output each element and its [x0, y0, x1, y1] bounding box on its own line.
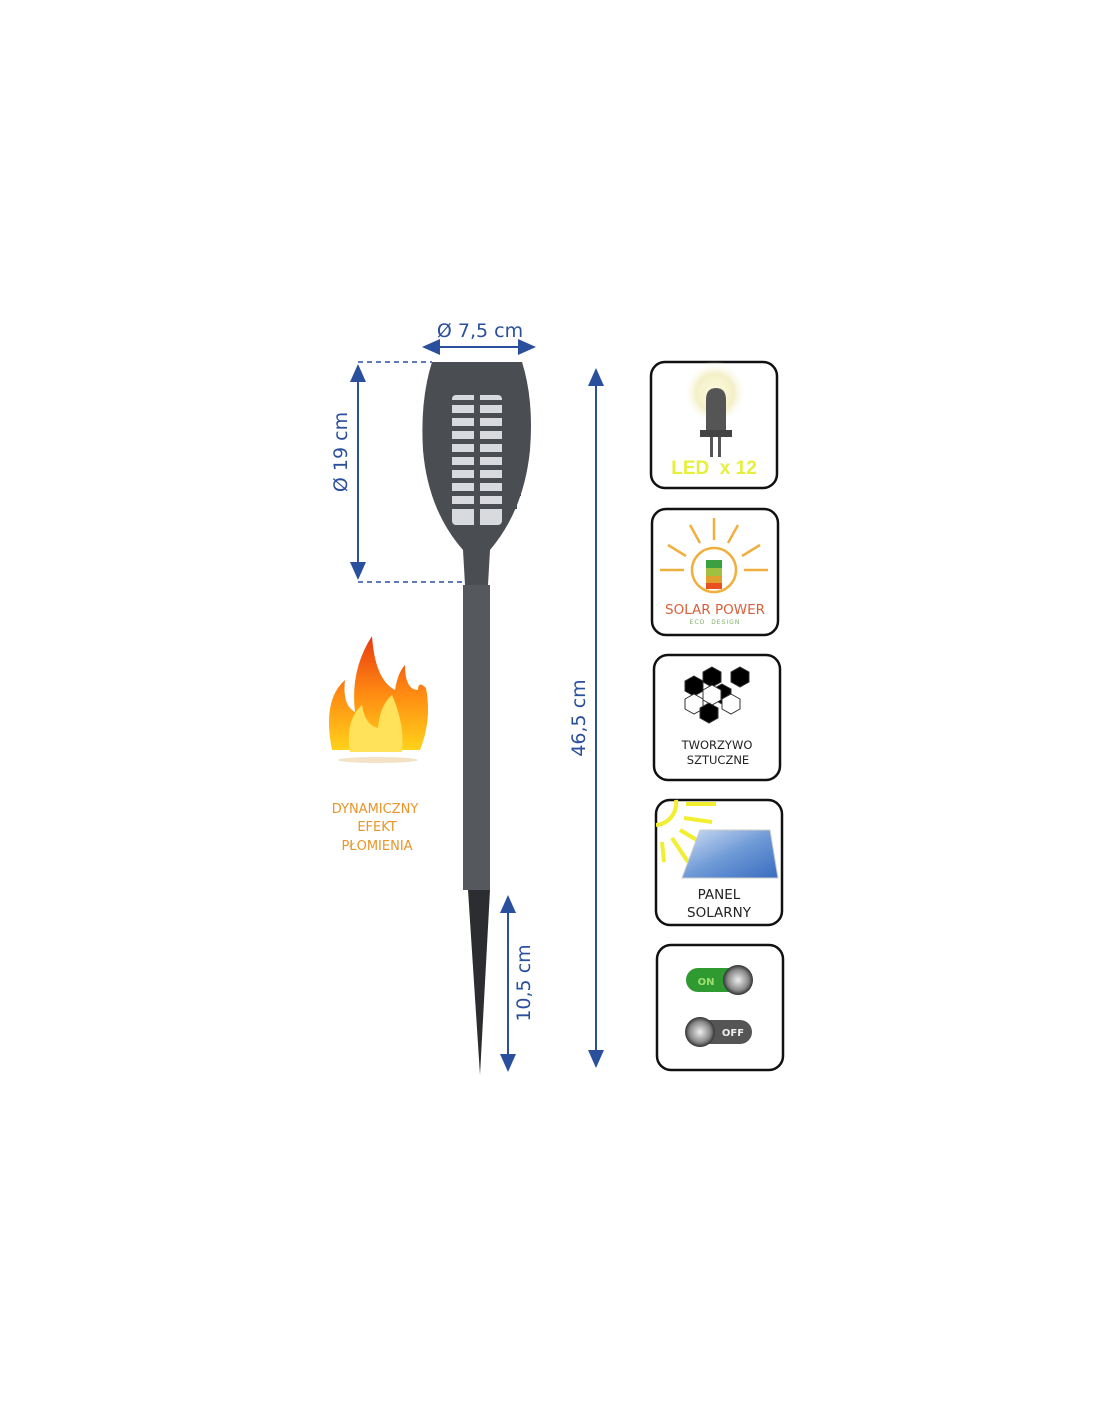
svg-text:SZTUCZNE: SZTUCZNE	[687, 753, 749, 767]
plastic-hexagon-icon	[684, 666, 750, 724]
svg-text:SOLARNY: SOLARNY	[687, 905, 752, 921]
feature-solar-power: SOLAR POWER ECO DESIGN	[650, 507, 780, 637]
dimension-spike-length: 10,5 cm	[500, 895, 535, 1072]
solar-power-icon	[660, 518, 768, 594]
svg-text:OFF: OFF	[722, 1028, 744, 1039]
svg-text:Ø 7,5 cm: Ø 7,5 cm	[437, 320, 523, 342]
dimension-total-height: 46,5 cm	[568, 368, 604, 1068]
svg-text:DYNAMICZNY: DYNAMICZNY	[332, 802, 419, 817]
flame-effect-label: DYNAMICZNY EFEKT PŁOMIENIA	[332, 802, 419, 854]
svg-text:PŁOMIENIA: PŁOMIENIA	[341, 839, 412, 854]
svg-text:46,5 cm: 46,5 cm	[568, 679, 590, 756]
svg-text:ECO DESIGN: ECO DESIGN	[690, 619, 741, 626]
svg-text:ON: ON	[698, 977, 715, 988]
solar-torch-product	[422, 362, 531, 1075]
svg-text:EFEKT: EFEKT	[357, 820, 396, 835]
dimension-head-height: Ø 19 cm	[330, 361, 463, 583]
on-off-switch-icon: ON OFF	[685, 965, 753, 1047]
feature-plastic: TWORZYWO SZTUCZNE	[652, 653, 782, 782]
svg-text:SOLAR POWER: SOLAR POWER	[665, 602, 765, 618]
dimension-head-diameter: Ø 7,5 cm	[422, 320, 536, 355]
svg-text:LED x 12: LED x 12	[671, 458, 757, 479]
solar-panel-icon	[655, 799, 779, 879]
svg-text:Ø 19 cm: Ø 19 cm	[330, 412, 352, 492]
svg-text:PANEL: PANEL	[698, 887, 741, 903]
svg-text:TWORZYWO: TWORZYWO	[681, 738, 753, 752]
feature-solar-panel: PANEL SOLARNY	[654, 798, 784, 927]
svg-text:10,5 cm: 10,5 cm	[513, 944, 535, 1021]
feature-on-off-switch: ON OFF	[655, 943, 785, 1072]
feature-led: LED x 12	[649, 360, 779, 490]
flame-icon	[328, 636, 428, 763]
